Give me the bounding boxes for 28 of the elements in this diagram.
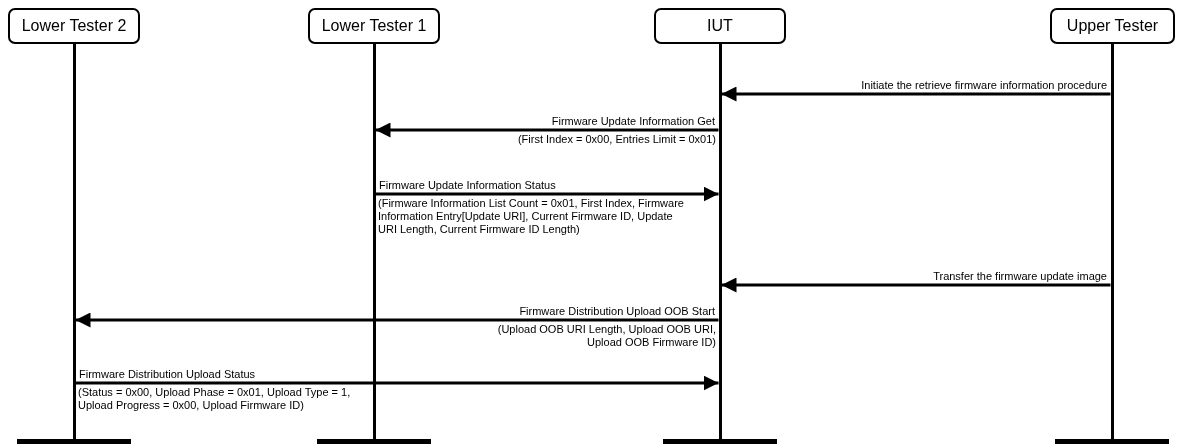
lifeline-end-bar — [663, 439, 777, 444]
message-label: Initiate the retrieve firmware information procedure — [860, 79, 1108, 92]
lifeline-header-box: Upper Tester — [1050, 8, 1175, 44]
message-label: Transfer the firmware update image — [932, 270, 1108, 283]
message-label: Firmware Update Information Get — [550, 115, 716, 128]
lifeline — [372, 44, 376, 439]
lifeline-end-bar — [317, 439, 431, 444]
message-arrow — [375, 186, 719, 202]
lifeline — [1110, 44, 1114, 439]
message-arrow — [721, 277, 1111, 293]
lifeline-header-box: Lower Tester 2 — [8, 8, 140, 44]
message-parameters: (Status = 0x00, Upload Phase = 0x01, Upload Type = 1, Upload Progress = 0x00, Upload Firmware ID) — [78, 386, 352, 412]
message-label: Firmware Distribution Upload Status — [78, 368, 257, 381]
message-arrow — [75, 375, 719, 391]
message-parameters: (First Index = 0x00, Entries Limit = 0x01) — [516, 133, 716, 146]
message-arrow — [375, 122, 719, 138]
message-parameters: (Upload OOB URI Length, Upload OOB URI, Upload OOB Firmware ID) — [496, 323, 716, 349]
lifeline-end-bar — [1055, 439, 1169, 444]
lifeline-header-box: Lower Tester 1 — [308, 8, 440, 44]
message-label: Firmware Update Information Status — [378, 179, 557, 192]
message-arrow — [75, 312, 719, 328]
lifeline — [718, 44, 722, 439]
message-parameters: (Firmware Information List Count = 0x01, First Index, Firmware Information Entry[Update URI], Current Firmware ID, Update URI Length, Current Firmware ID Length) — [378, 197, 685, 236]
lifeline-header-box: IUT — [654, 8, 786, 44]
lifeline-end-bar — [17, 439, 131, 444]
message-label: Firmware Distribution Upload OOB Start — [518, 305, 716, 318]
lifeline — [72, 44, 76, 439]
message-arrow — [721, 86, 1111, 102]
